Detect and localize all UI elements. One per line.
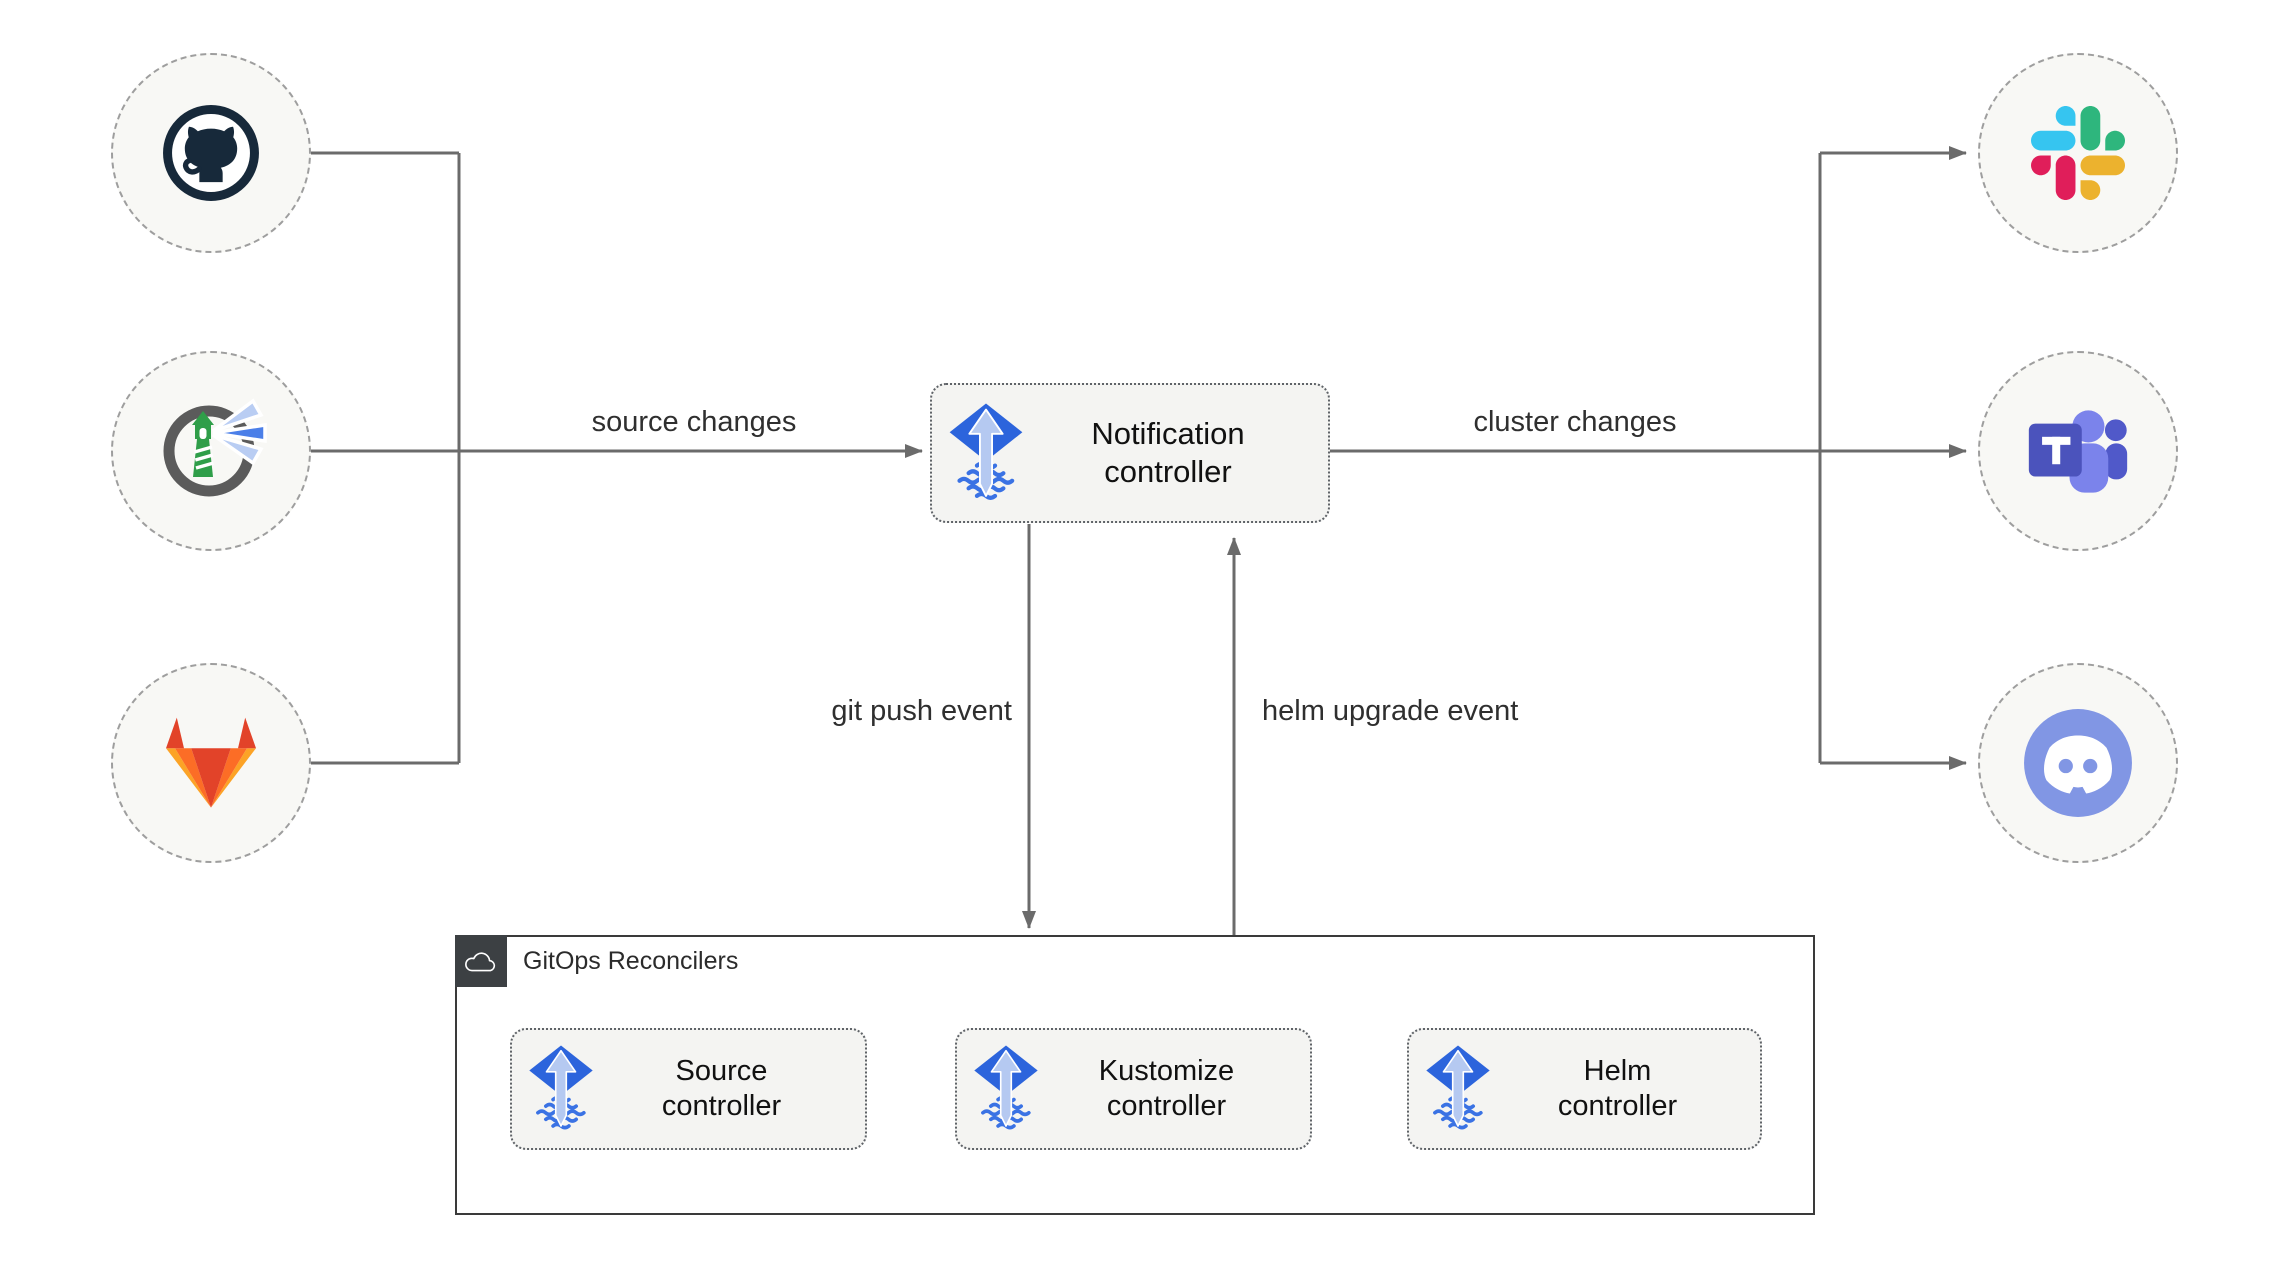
flux-icon bbox=[1425, 1044, 1491, 1134]
flux-icon bbox=[973, 1044, 1039, 1134]
cloud-icon bbox=[465, 952, 496, 972]
edge-label-source-changes: source changes bbox=[591, 406, 797, 438]
source-controller-label: Source controller bbox=[661, 1054, 782, 1122]
slack-icon bbox=[2031, 106, 2125, 200]
flux-icon bbox=[528, 1044, 594, 1134]
source-node-harbor bbox=[111, 351, 311, 551]
source-node-github bbox=[111, 53, 311, 253]
notification-controller-box: Notification controller bbox=[930, 383, 1330, 523]
gitlab-icon bbox=[166, 717, 256, 808]
helm-controller-label: Helm controller bbox=[1557, 1054, 1678, 1122]
source-controller-box: Source controller bbox=[510, 1028, 867, 1150]
harbor-icon bbox=[163, 398, 267, 497]
flux-icon bbox=[948, 402, 1024, 505]
notification-controller-label: Notification controller bbox=[1091, 416, 1245, 489]
source-node-gitlab bbox=[111, 663, 311, 863]
helm-controller-box: Helm controller bbox=[1407, 1028, 1762, 1150]
kustomize-controller-label: Kustomize controller bbox=[1098, 1054, 1235, 1122]
edge-label-git-push-event: git push event bbox=[831, 695, 1012, 727]
github-icon bbox=[163, 105, 259, 201]
group-badge bbox=[455, 935, 507, 987]
group-title: GitOps Reconcilers bbox=[523, 946, 739, 975]
edge-label-helm-upgrade-event: helm upgrade event bbox=[1262, 695, 1519, 727]
target-node-slack bbox=[1978, 53, 2178, 253]
discord-icon bbox=[2024, 709, 2132, 817]
target-node-teams bbox=[1978, 351, 2178, 551]
microsoft-teams-icon bbox=[2028, 410, 2128, 493]
edge-label-cluster-changes: cluster changes bbox=[1473, 406, 1677, 438]
target-node-discord bbox=[1978, 663, 2178, 863]
kustomize-controller-box: Kustomize controller bbox=[955, 1028, 1312, 1150]
